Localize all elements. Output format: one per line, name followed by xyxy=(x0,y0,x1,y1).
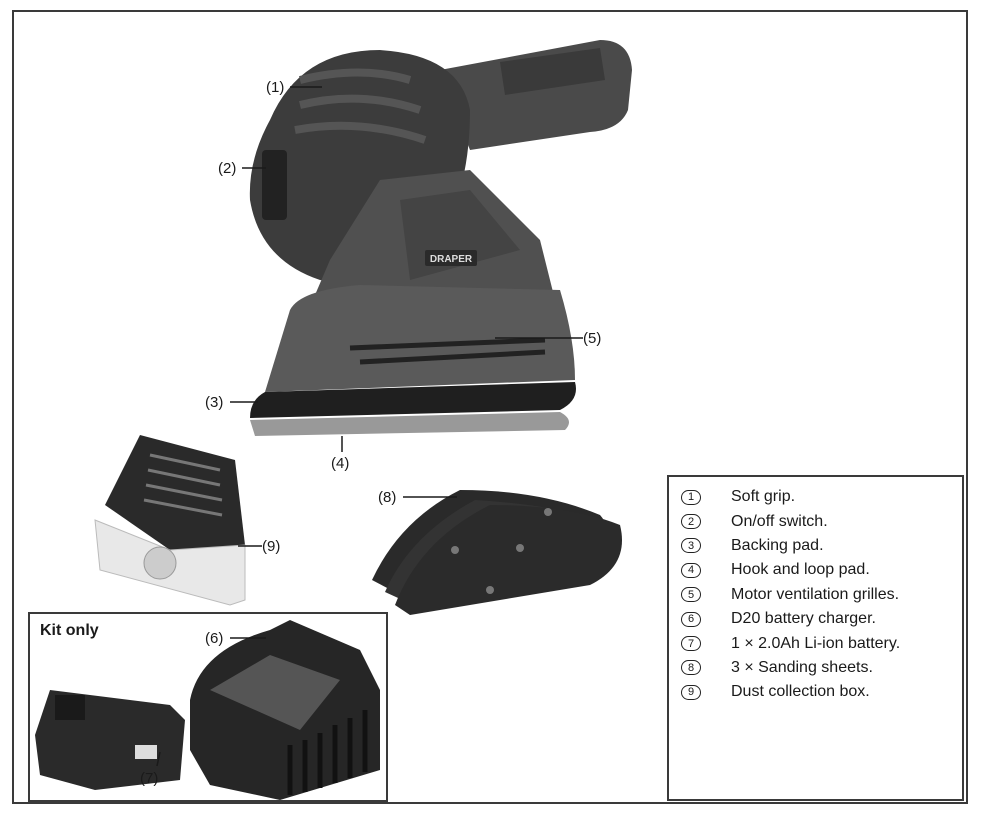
legend-item: 9 Dust collection box. xyxy=(681,680,962,704)
legend-item: 1 Soft grip. xyxy=(681,485,962,509)
legend-text: D20 battery charger. xyxy=(731,610,876,628)
legend-text: Dust collection box. xyxy=(731,683,870,701)
callout-3: (3) xyxy=(205,394,258,411)
svg-text:(4): (4) xyxy=(331,455,349,472)
svg-text:(1): (1) xyxy=(266,79,284,96)
legend-number: 1 xyxy=(681,489,701,505)
detail-battery-image xyxy=(35,690,185,790)
svg-text:(5): (5) xyxy=(583,330,601,347)
legend-number: 3 xyxy=(681,538,701,554)
legend-number: 5 xyxy=(681,587,701,603)
legend-text: 3 × Sanding sheets. xyxy=(731,658,873,676)
legend-number: 9 xyxy=(681,684,701,700)
callout-8: (8) xyxy=(378,489,457,506)
callout-1: (1) xyxy=(266,79,322,96)
callout-2: (2) xyxy=(218,160,266,177)
legend-item: 7 1 × 2.0Ah Li-ion battery. xyxy=(681,631,962,655)
kit-callouts: (6) (7) xyxy=(140,630,266,787)
legend-item: 8 3 × Sanding sheets. xyxy=(681,656,962,680)
legend-number: 7 xyxy=(681,636,701,652)
legend-item: 6 D20 battery charger. xyxy=(681,607,962,631)
legend-item: 5 Motor ventilation grilles. xyxy=(681,583,962,607)
svg-text:(9): (9) xyxy=(262,538,280,555)
callout-7: (7) xyxy=(140,751,161,787)
legend-text: Motor ventilation grilles. xyxy=(731,585,900,603)
legend-number: 2 xyxy=(681,514,701,530)
callout-9: (9) xyxy=(238,538,280,555)
detail-sander-image: DRAPER xyxy=(249,40,632,436)
legend-number: 8 xyxy=(681,660,701,676)
svg-text:DRAPER: DRAPER xyxy=(430,254,473,265)
parts-legend: 1 Soft grip. 2 On/off switch. 3 Backing pad… xyxy=(667,475,964,801)
legend-number: 6 xyxy=(681,611,701,627)
detail-dust-box-image xyxy=(94,435,246,606)
legend-item: 2 On/off switch. xyxy=(681,509,962,533)
callout-5: (5) xyxy=(495,330,601,347)
legend-text: Soft grip. xyxy=(731,488,796,506)
svg-text:(2): (2) xyxy=(218,160,236,177)
kit-title: Kit only xyxy=(40,622,99,639)
legend-text: Hook and loop pad. xyxy=(731,561,870,579)
detail-charger-image xyxy=(190,620,380,800)
legend-item: 4 Hook and loop pad. xyxy=(681,558,962,582)
svg-text:(6): (6) xyxy=(205,630,223,647)
svg-text:(3): (3) xyxy=(205,394,223,411)
detail-sanding-sheets-image xyxy=(372,490,622,615)
figure-frame xyxy=(12,10,968,804)
legend-text: 1 × 2.0Ah Li-ion battery. xyxy=(731,634,901,652)
legend-item: 3 Backing pad. xyxy=(681,534,962,558)
legend-text: On/off switch. xyxy=(731,512,828,530)
svg-text:(7): (7) xyxy=(140,770,158,787)
draper-logo xyxy=(425,250,477,266)
kit-only-box: Kit only (6) (7) xyxy=(28,612,388,802)
callout-6: (6) xyxy=(205,630,266,647)
legend-text: Backing pad. xyxy=(731,536,824,554)
legend-number: 4 xyxy=(681,562,701,578)
svg-text:(8): (8) xyxy=(378,489,396,506)
callout-4: (4) xyxy=(331,436,349,472)
